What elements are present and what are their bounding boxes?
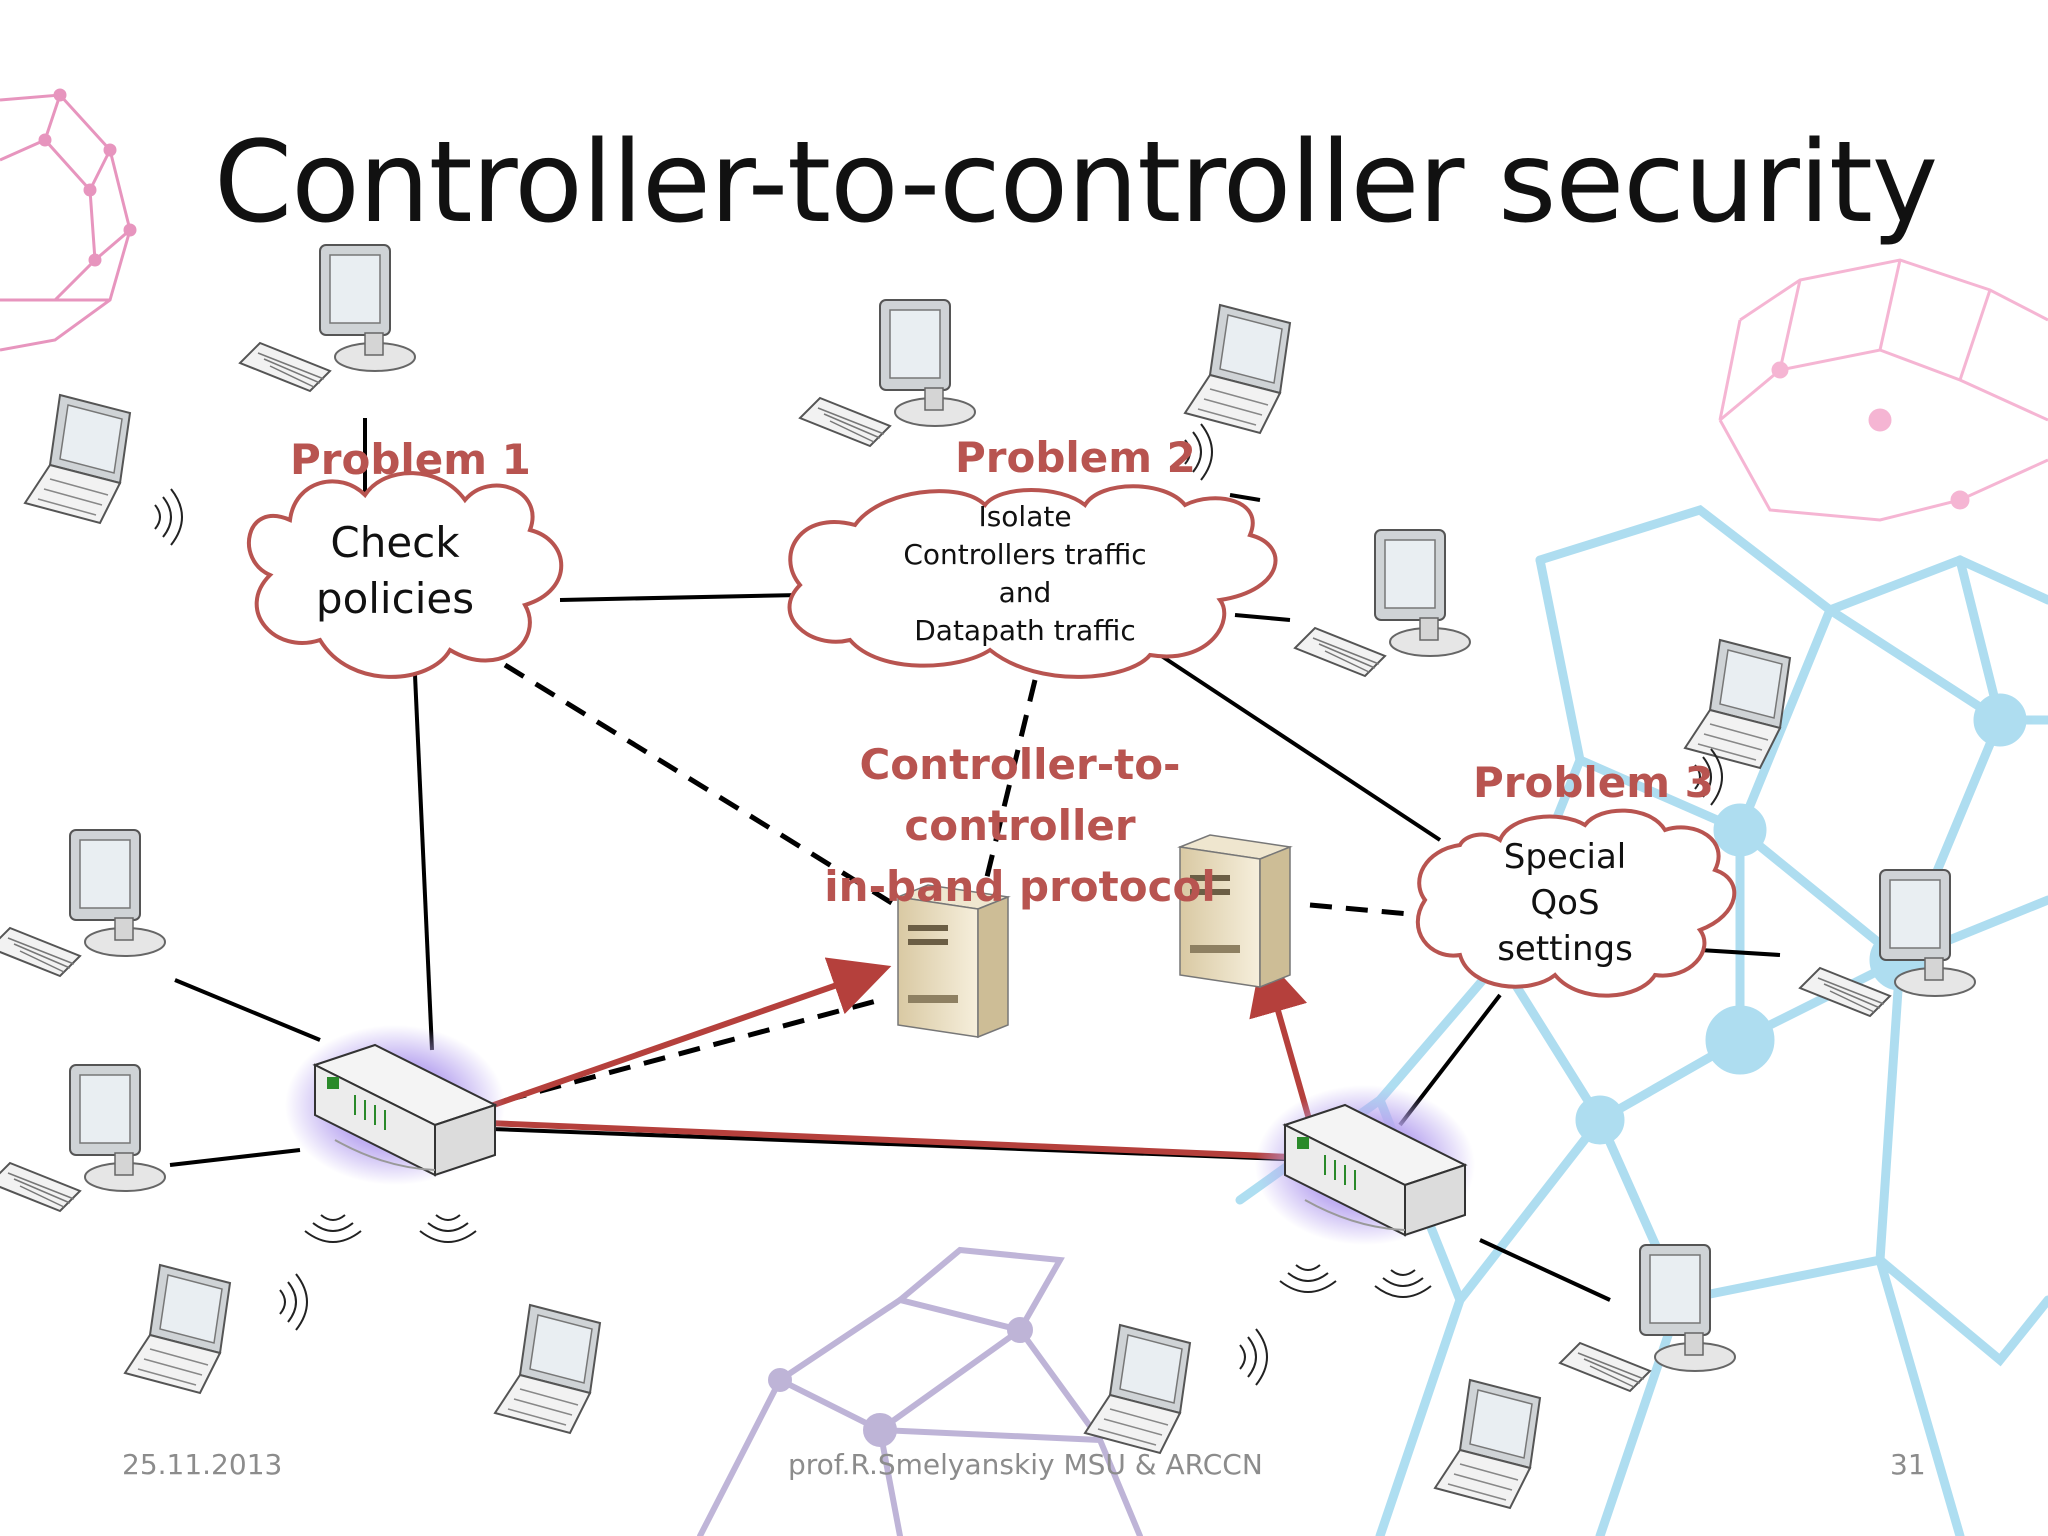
laptop-icon bbox=[1084, 1324, 1191, 1454]
center-protocol-label: Controller-to-controller in-band protoco… bbox=[760, 735, 1280, 918]
wireless-signal-icon bbox=[304, 1214, 362, 1243]
desktop-icon bbox=[1294, 529, 1471, 677]
cloud-2-line-1: Isolate bbox=[978, 500, 1072, 533]
cloud-1-line-1: Check bbox=[330, 518, 460, 567]
laptop-icon bbox=[1434, 1379, 1541, 1509]
control-links-dashed bbox=[469, 662, 1421, 1113]
footer-date: 25.11.2013 bbox=[122, 1448, 283, 1481]
cloud-icon bbox=[1415, 808, 1737, 998]
cloud-3-line-3: settings bbox=[1497, 929, 1633, 969]
cloud-2-line-2: Controllers traffic bbox=[903, 538, 1147, 571]
center-label-line-2: in-band protocol bbox=[824, 861, 1216, 911]
arrows bbox=[464, 953, 1318, 1161]
cloud-3-line-2: QoS bbox=[1530, 883, 1600, 923]
cloud-3-text: Special QoS settings bbox=[1470, 840, 1660, 966]
laptop-icon bbox=[24, 394, 131, 524]
cloud-2-line-4: Datapath traffic bbox=[914, 614, 1136, 647]
wireless-signal-icon bbox=[279, 1273, 308, 1331]
network-links bbox=[169, 418, 1781, 1302]
desktop-icon bbox=[1799, 869, 1976, 1017]
router-icon bbox=[284, 1024, 506, 1186]
laptop-icon bbox=[494, 1304, 601, 1434]
cloud-2-text: Isolate Controllers traffic and Datapath… bbox=[840, 503, 1210, 645]
router-icon bbox=[1254, 1084, 1476, 1246]
wireless-signal-icon bbox=[1279, 1264, 1337, 1293]
wireless-signal-icon bbox=[1374, 1269, 1432, 1298]
wireless-signal-icon bbox=[419, 1214, 477, 1243]
cloud-1-line-2: policies bbox=[315, 574, 475, 623]
cloud-icon bbox=[787, 484, 1278, 679]
cloud-1-text: Check policies bbox=[280, 522, 510, 620]
cloud-2-line-3: and bbox=[998, 576, 1052, 609]
problem-3-label: Problem 3 bbox=[1473, 758, 1714, 807]
desktop-icon bbox=[239, 244, 416, 392]
wireless-signal-icon bbox=[1239, 1328, 1268, 1386]
laptop-icon bbox=[124, 1264, 231, 1394]
desktop-icon bbox=[799, 299, 976, 447]
desktop-icon bbox=[0, 1064, 166, 1212]
laptop-icon bbox=[1184, 304, 1291, 434]
desktop-icon bbox=[0, 829, 166, 977]
cloud-3-line-1: Special bbox=[1503, 837, 1627, 877]
wireless-signal-icon bbox=[154, 488, 183, 546]
center-label-line-1: Controller-to-controller bbox=[859, 740, 1181, 850]
problem-1-label: Problem 1 bbox=[290, 435, 531, 484]
footer-author: prof.R.Smelyanskiy MSU & ARCCN bbox=[788, 1448, 1263, 1481]
cloud-icon bbox=[247, 471, 564, 679]
footer-page-number: 31 bbox=[1890, 1448, 1926, 1481]
desktop-icon bbox=[1559, 1244, 1736, 1392]
slide-title: Controller-to-controller security bbox=[214, 118, 1938, 248]
problem-2-label: Problem 2 bbox=[955, 433, 1196, 482]
